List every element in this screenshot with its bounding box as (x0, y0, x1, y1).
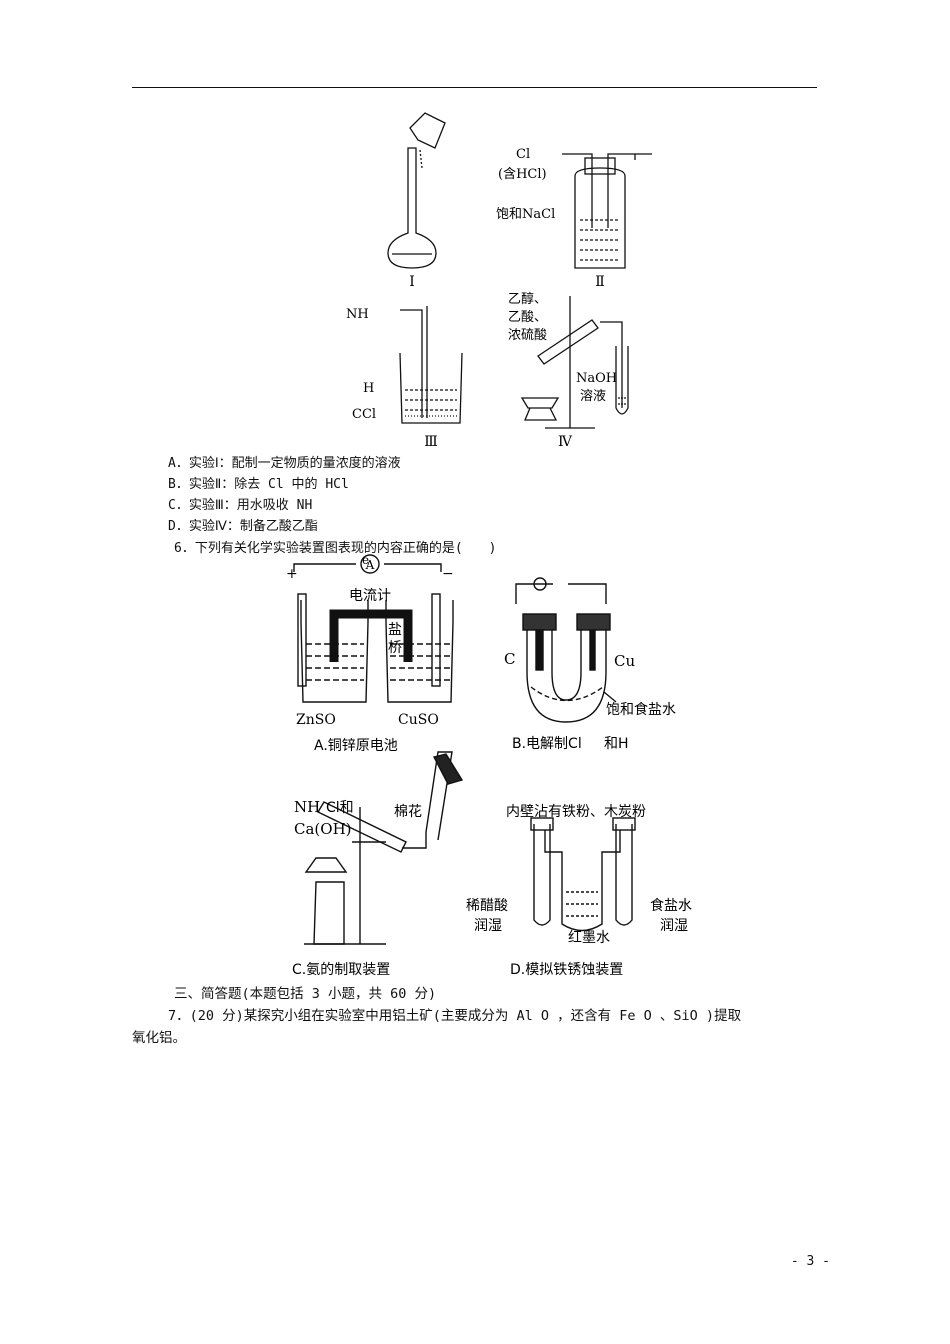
label-cotton: 棉花 (394, 803, 422, 820)
page-number: - 3 - (790, 1254, 830, 1269)
label-exp-II: Ⅱ (595, 274, 605, 290)
option-5b: B．实验Ⅱ：除去 Cl 中的 HCl (168, 477, 349, 492)
label-caoh2: Ca(OH) (294, 820, 352, 838)
caption-c: C.氨的制取装置 (292, 962, 390, 978)
label-acid: 稀醋酸 (466, 898, 508, 914)
label-nh4cl: NH (294, 798, 320, 816)
label-exp-I: Ⅰ (409, 274, 415, 290)
option-5c: C．实验Ⅲ：用水吸收 NH (168, 498, 313, 513)
label-saltwater: 食盐水 (650, 897, 692, 914)
label-nh3: NH (346, 307, 369, 322)
label-wet: 润湿 (474, 918, 502, 934)
option-5a: A．实验Ⅰ：配制一定物质的量浓度的溶液 (168, 456, 401, 471)
label-znso4: ZnSO (296, 712, 336, 728)
label-copper: Cu (614, 652, 635, 670)
label-reagent-3: 浓硫酸 (508, 328, 547, 343)
caption-b: B.电解制Cl (512, 736, 582, 752)
figure-apparatus-a-d: e A + − 电流计 盐 桥 ZnSO CuSO A.铜锌原电池 C Cu 饱… (286, 553, 692, 978)
label-exp-III: Ⅲ (424, 434, 438, 450)
label-wet-2: 润湿 (660, 918, 688, 934)
label-salt: 盐 (388, 622, 402, 638)
ammeter-symbol: A (365, 558, 375, 572)
label-plus: + (286, 566, 298, 582)
label-reagent-1: 乙醇、 (508, 291, 547, 307)
label-ink: 红墨水 (568, 930, 610, 946)
label-ammeter: 电流计 (349, 588, 391, 604)
label-wall: 内壁沾有铁粉、木炭粉 (506, 804, 646, 820)
label-reagent-2: 乙酸、 (508, 310, 547, 325)
label-ccl4: CCl (352, 407, 376, 422)
label-cl2: Cl (516, 147, 530, 162)
label-bridge: 桥 (388, 640, 402, 656)
label-minus: − (442, 566, 454, 582)
caption-a: A.铜锌原电池 (314, 738, 398, 754)
label-cuso4: CuSO (398, 712, 439, 728)
header-rule (132, 87, 817, 88)
question-6: 6．下列有关化学实验装置图表现的内容正确的是( ) (174, 541, 497, 556)
label-h2o: H (363, 381, 374, 396)
option-5d: D．实验Ⅳ：制备乙酸乙酯 (168, 519, 318, 534)
section-3-heading: 三、简答题(本题包括 3 小题，共 60 分) (174, 986, 437, 1002)
question-7-line-2: 氧化铝。 (132, 1030, 186, 1046)
caption-d: D.模拟铁锈蚀装置 (510, 962, 623, 978)
caption-b-2: 和H (604, 736, 629, 752)
label-hcl: (含HCl) (498, 166, 547, 182)
figure-experiments-1-4: Ⅰ Ⅱ Ⅲ Ⅳ Cl (含HCl) 饱和NaCl NH H CCl 乙醇、 乙酸… (346, 112, 652, 450)
label-nh4cl-2: Cl和 (326, 800, 354, 816)
label-brine: 饱和食盐水 (606, 701, 676, 718)
label-carbon: C (504, 650, 515, 668)
question-7-line-1: 7．(20 分)某探究小组在实验室中用铝土矿(主要成分为 Al O ，还含有 F… (168, 1008, 742, 1024)
label-sat-nacl: 饱和NaCl (496, 207, 555, 222)
label-exp-IV: Ⅳ (558, 434, 573, 450)
label-electron: e (362, 553, 369, 567)
label-solution: 溶液 (580, 389, 606, 404)
label-naoh: NaOH (576, 371, 617, 386)
